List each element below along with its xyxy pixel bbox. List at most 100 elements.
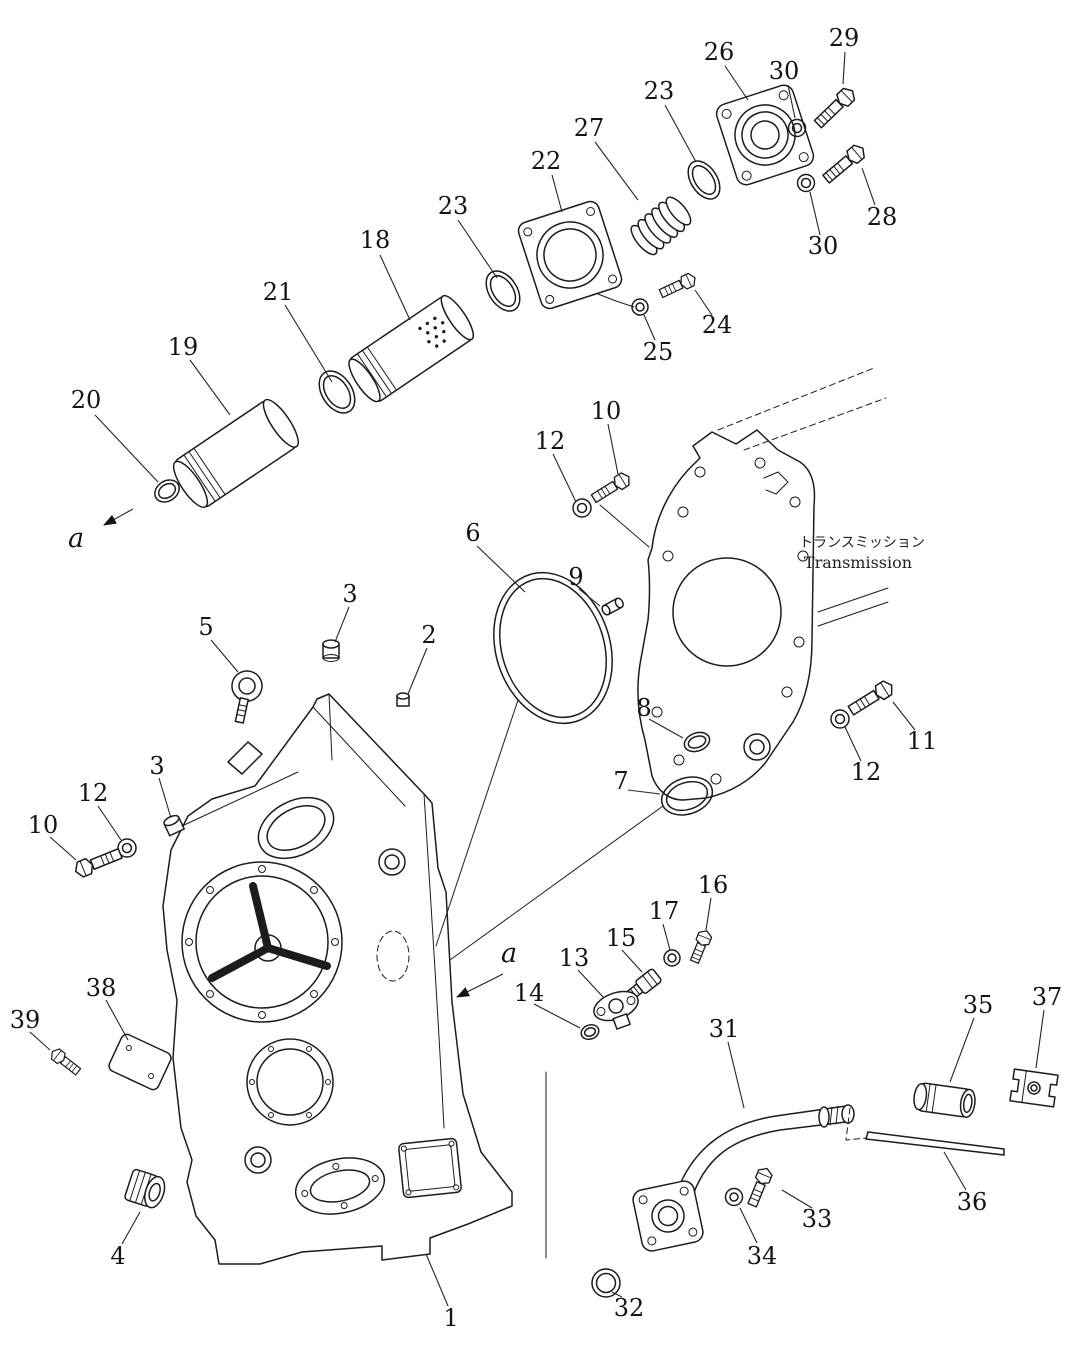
diagram-artwork — [50, 84, 1059, 1298]
leader-line-30 — [809, 191, 821, 236]
leader-line-26 — [724, 65, 749, 101]
leader-line-21 — [284, 304, 333, 383]
mount-line-10-12 — [599, 504, 650, 548]
mount-line-3-left — [181, 771, 299, 827]
part-27-bellows — [630, 196, 692, 256]
callout-12: 12 — [851, 758, 882, 786]
part-39-bolt — [50, 1048, 82, 1076]
case-upper-opening — [257, 796, 335, 860]
leader-line-5 — [210, 639, 239, 673]
leader-line-22 — [551, 174, 563, 213]
section-line-6 — [435, 699, 519, 947]
callout-8: 8 — [636, 694, 651, 722]
part-22-valve-body — [517, 200, 623, 310]
leader-line-3 — [334, 606, 350, 643]
callout-10: 10 — [28, 811, 59, 839]
callout-10: 10 — [591, 397, 622, 425]
part-10-bolt-middle — [590, 472, 630, 504]
leader-line-12 — [97, 805, 122, 841]
callout-3: 3 — [149, 752, 164, 780]
case-bottom-oval-flange — [294, 1157, 386, 1215]
part-36-rod — [845, 1107, 1005, 1156]
leader-line-13 — [577, 969, 605, 999]
section-arrow-0 — [103, 508, 134, 526]
callout-36: 36 — [957, 1188, 988, 1216]
leader-line-12 — [844, 726, 862, 762]
leader-line-25 — [643, 314, 656, 341]
case-eyebolt-boss — [227, 741, 263, 775]
transmission-label-en: Transmission — [804, 553, 912, 572]
part-8-oring-small — [683, 731, 711, 753]
callout-20: 20 — [71, 386, 102, 414]
leader-line-33 — [781, 1189, 813, 1209]
leader-line-32 — [611, 1291, 623, 1298]
part-30-washer-top — [787, 118, 807, 138]
leader-line-30 — [787, 84, 796, 119]
leader-line-35 — [949, 1017, 975, 1083]
part-29-bolt — [813, 87, 856, 129]
callout-22: 22 — [531, 147, 562, 175]
part-37-connector — [1009, 1068, 1059, 1108]
part-24-plug-bolt — [658, 272, 696, 299]
plate-port-boss — [743, 733, 771, 761]
transmission-plate — [637, 367, 889, 801]
callout-6: 6 — [465, 519, 480, 547]
callout-12: 12 — [535, 427, 566, 455]
leader-line-37 — [1035, 1009, 1045, 1069]
case-hidden-bore — [376, 930, 410, 982]
part-30-washer-bottom — [796, 173, 816, 193]
callout-33: 33 — [802, 1205, 833, 1233]
part-12-washer-middle — [572, 498, 592, 518]
callout-16: 16 — [698, 871, 729, 899]
part-23-oring-left — [485, 270, 521, 312]
leader-line-29 — [842, 51, 846, 85]
leader-line-3 — [158, 777, 172, 819]
part-13-elbow-flange — [593, 990, 639, 1030]
part-1-transmission-case — [162, 693, 513, 1265]
part-31-flange — [632, 1180, 704, 1252]
leader-line-10 — [607, 423, 619, 475]
part-35-sleeve — [913, 1082, 976, 1118]
leader-line-27 — [594, 141, 639, 201]
leader-line-31 — [727, 1041, 745, 1109]
part-22-linkage-line — [597, 293, 635, 308]
callout-15: 15 — [606, 924, 637, 952]
leader-line-11 — [892, 701, 916, 731]
part-3-plug-left — [163, 814, 185, 837]
leader-line-36 — [943, 1151, 967, 1191]
part-31-tube — [675, 1104, 855, 1205]
callout-39: 39 — [10, 1006, 41, 1034]
leader-line-20 — [94, 414, 159, 483]
callout-11: 11 — [907, 727, 938, 755]
part-9-pin — [601, 597, 624, 616]
part-7-oring — [660, 776, 714, 816]
part-12-washer-left — [117, 838, 137, 858]
part-4-threaded-plug — [124, 1168, 166, 1209]
leader-line-12 — [552, 453, 577, 503]
callout-14: 14 — [514, 979, 545, 1007]
section-marker-0: a — [68, 523, 84, 554]
leader-line-23 — [664, 104, 697, 163]
section-marker-1: a — [501, 938, 517, 969]
callout-38: 38 — [86, 974, 117, 1002]
callout-1: 1 — [443, 1304, 458, 1332]
callout-18: 18 — [360, 226, 391, 254]
section-line-7 — [449, 805, 664, 961]
callout-31: 31 — [709, 1015, 740, 1043]
part-28-bolt — [822, 144, 865, 184]
callout-9: 9 — [568, 563, 583, 591]
leader-line-9 — [578, 588, 601, 607]
part-10-bolt-left — [74, 848, 123, 878]
leader-line-8 — [648, 718, 684, 739]
part-12-washer-right — [830, 709, 850, 729]
part-5-eye-bolt — [231, 670, 263, 724]
leader-line-14 — [533, 1003, 581, 1029]
case-main-opening — [181, 861, 343, 1023]
callout-17: 17 — [649, 897, 680, 925]
callout-23: 23 — [644, 77, 675, 105]
leader-line-38 — [105, 999, 129, 1041]
callout-28: 28 — [867, 203, 898, 231]
part-21-oring — [318, 370, 356, 414]
